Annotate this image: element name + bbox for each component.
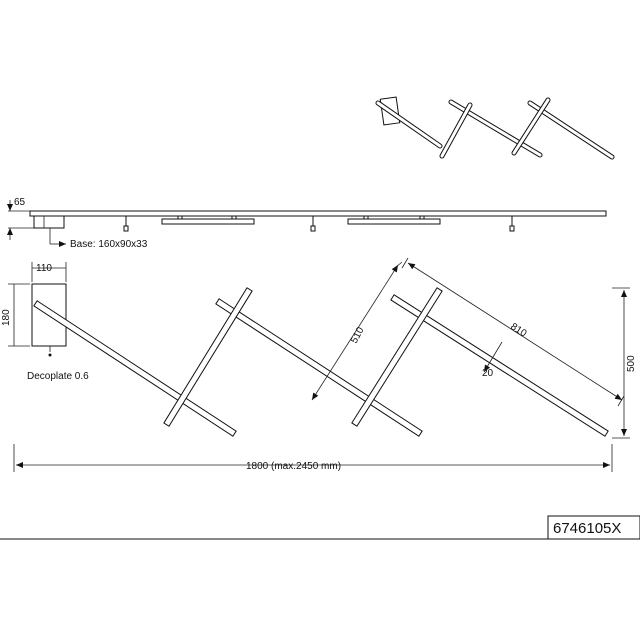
plan-view: Decoplate 0.6 110 180 [1, 257, 637, 472]
perspective-view [375, 96, 615, 160]
dimension-decoplate: Decoplate 0.6 [27, 371, 89, 382]
dimension-base: Base: 160x90x33 [70, 239, 148, 250]
perspective-bars [375, 97, 615, 160]
dimension-length-510: 510 [349, 325, 367, 345]
product-code: 6746105X [553, 520, 621, 537]
side-view-crossbar [161, 218, 255, 225]
side-view-crossbar [347, 218, 441, 225]
plan-long-bars [33, 294, 609, 437]
side-view: 65 Base: 160x90x33 [7, 197, 607, 250]
product-code-box [547, 515, 640, 540]
side-view-stems [123, 216, 515, 232]
side-view-base [33, 215, 65, 229]
title-block: 6746105X [0, 515, 640, 540]
dimension-width-20: 20 [482, 368, 494, 379]
dimension-height-65: 65 [14, 197, 26, 208]
dimension-length-810: 810 [508, 321, 528, 340]
dimension-width-110: 110 [36, 263, 52, 274]
dimension-height-500: 500 [626, 355, 637, 372]
side-view-rail [29, 210, 607, 217]
dimension-total-width: 1800 (max.2450 mm) [246, 461, 341, 472]
dimension-height-180: 180 [1, 309, 12, 326]
